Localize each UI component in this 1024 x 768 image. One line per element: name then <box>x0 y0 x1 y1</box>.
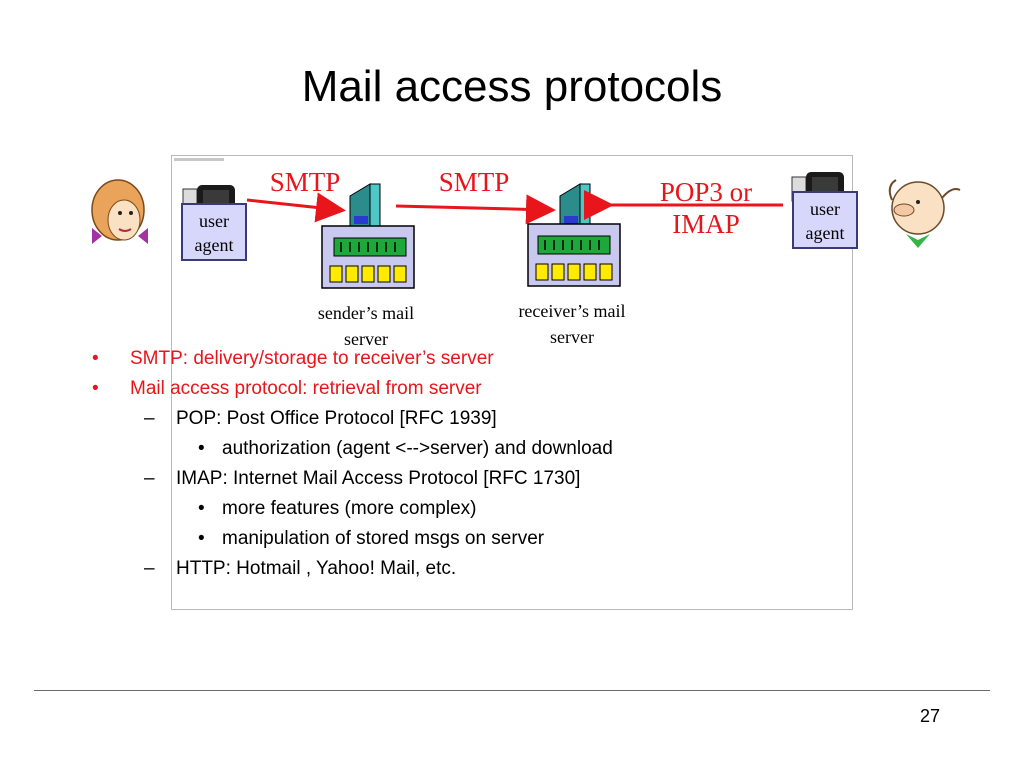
receiver-server-label: receiver’s mail server <box>497 298 647 350</box>
bullet-item: • manipulation of stored msgs on server <box>198 524 544 554</box>
bullet-text: HTTP: Hotmail , Yahoo! Mail, etc. <box>176 558 457 579</box>
bullet-text: IMAP: Internet Mail Access Protocol [RFC… <box>176 468 581 489</box>
bullet-marker: • <box>92 378 99 399</box>
user-agent-right-box: user agent <box>792 191 858 249</box>
user-agent-left-line1: user <box>199 211 229 231</box>
smtp-arrow-2 <box>395 194 556 225</box>
bullet-marker: – <box>144 558 155 579</box>
bullet-marker: – <box>144 408 155 429</box>
user-agent-left-line2: agent <box>194 235 234 255</box>
bullet-marker: • <box>198 438 205 459</box>
slide-title: Mail access protocols <box>301 62 723 111</box>
bullet-text: Mail access protocol: retrieval from ser… <box>130 378 482 399</box>
sender-server-label-line2: server <box>344 329 388 349</box>
bullet-marker: – <box>144 468 155 489</box>
bullet-item: • more features (more complex) <box>198 494 476 524</box>
bullet-marker: • <box>198 528 205 549</box>
bullet-marker: • <box>92 348 99 369</box>
user-agent-right-line2: agent <box>805 223 845 243</box>
footer-divider <box>34 690 990 691</box>
bullet-item: –HTTP: Hotmail , Yahoo! Mail, etc. <box>144 554 456 584</box>
diagram-frame <box>171 155 853 610</box>
smtp-label-1: SMTP <box>269 167 341 197</box>
bullet-item: –POP: Post Office Protocol [RFC 1939] <box>144 404 497 434</box>
bullet-item: –IMAP: Internet Mail Access Protocol [RF… <box>144 464 580 494</box>
pop3-label: POP3 or IMAP <box>636 176 776 240</box>
receiver-server-label-line2: server <box>550 327 594 347</box>
pop3-label-line1: POP3 or <box>659 177 753 207</box>
bullet-item: • SMTP: delivery/storage to receiver’s se… <box>92 344 494 374</box>
bullet-text: more features (more complex) <box>222 498 477 519</box>
woman-avatar-icon <box>91 179 148 244</box>
user-agent-right-line1: user <box>810 199 840 219</box>
pop3-label-line2: IMAP <box>672 209 740 239</box>
frame-mark <box>174 158 224 161</box>
bullet-text: authorization (agent <-->server) and dow… <box>222 438 613 459</box>
sender-server-label: sender’s mail server <box>291 300 441 352</box>
bullet-text: SMTP: delivery/storage to receiver’s ser… <box>130 348 494 369</box>
receiver-mail-server-icon <box>527 183 621 287</box>
bullet-text: POP: Post Office Protocol [RFC 1939] <box>176 408 497 429</box>
sender-server-label-line1: sender’s mail <box>317 303 415 323</box>
bullet-text: manipulation of stored msgs on server <box>222 528 545 549</box>
bullet-marker: • <box>198 498 205 519</box>
receiver-server-label-line1: receiver’s mail <box>518 301 626 321</box>
smtp-arrow-1 <box>246 192 346 223</box>
bullet-item: • authorization (agent <-->server) and do… <box>198 434 613 464</box>
page-number: 27 <box>919 706 940 726</box>
sender-mail-server-icon <box>321 183 415 289</box>
smtp-label-2: SMTP <box>438 167 510 197</box>
man-avatar-icon <box>888 179 961 248</box>
user-agent-left-box: user agent <box>181 203 247 261</box>
bullet-item: • Mail access protocol: retrieval from se… <box>92 374 482 404</box>
